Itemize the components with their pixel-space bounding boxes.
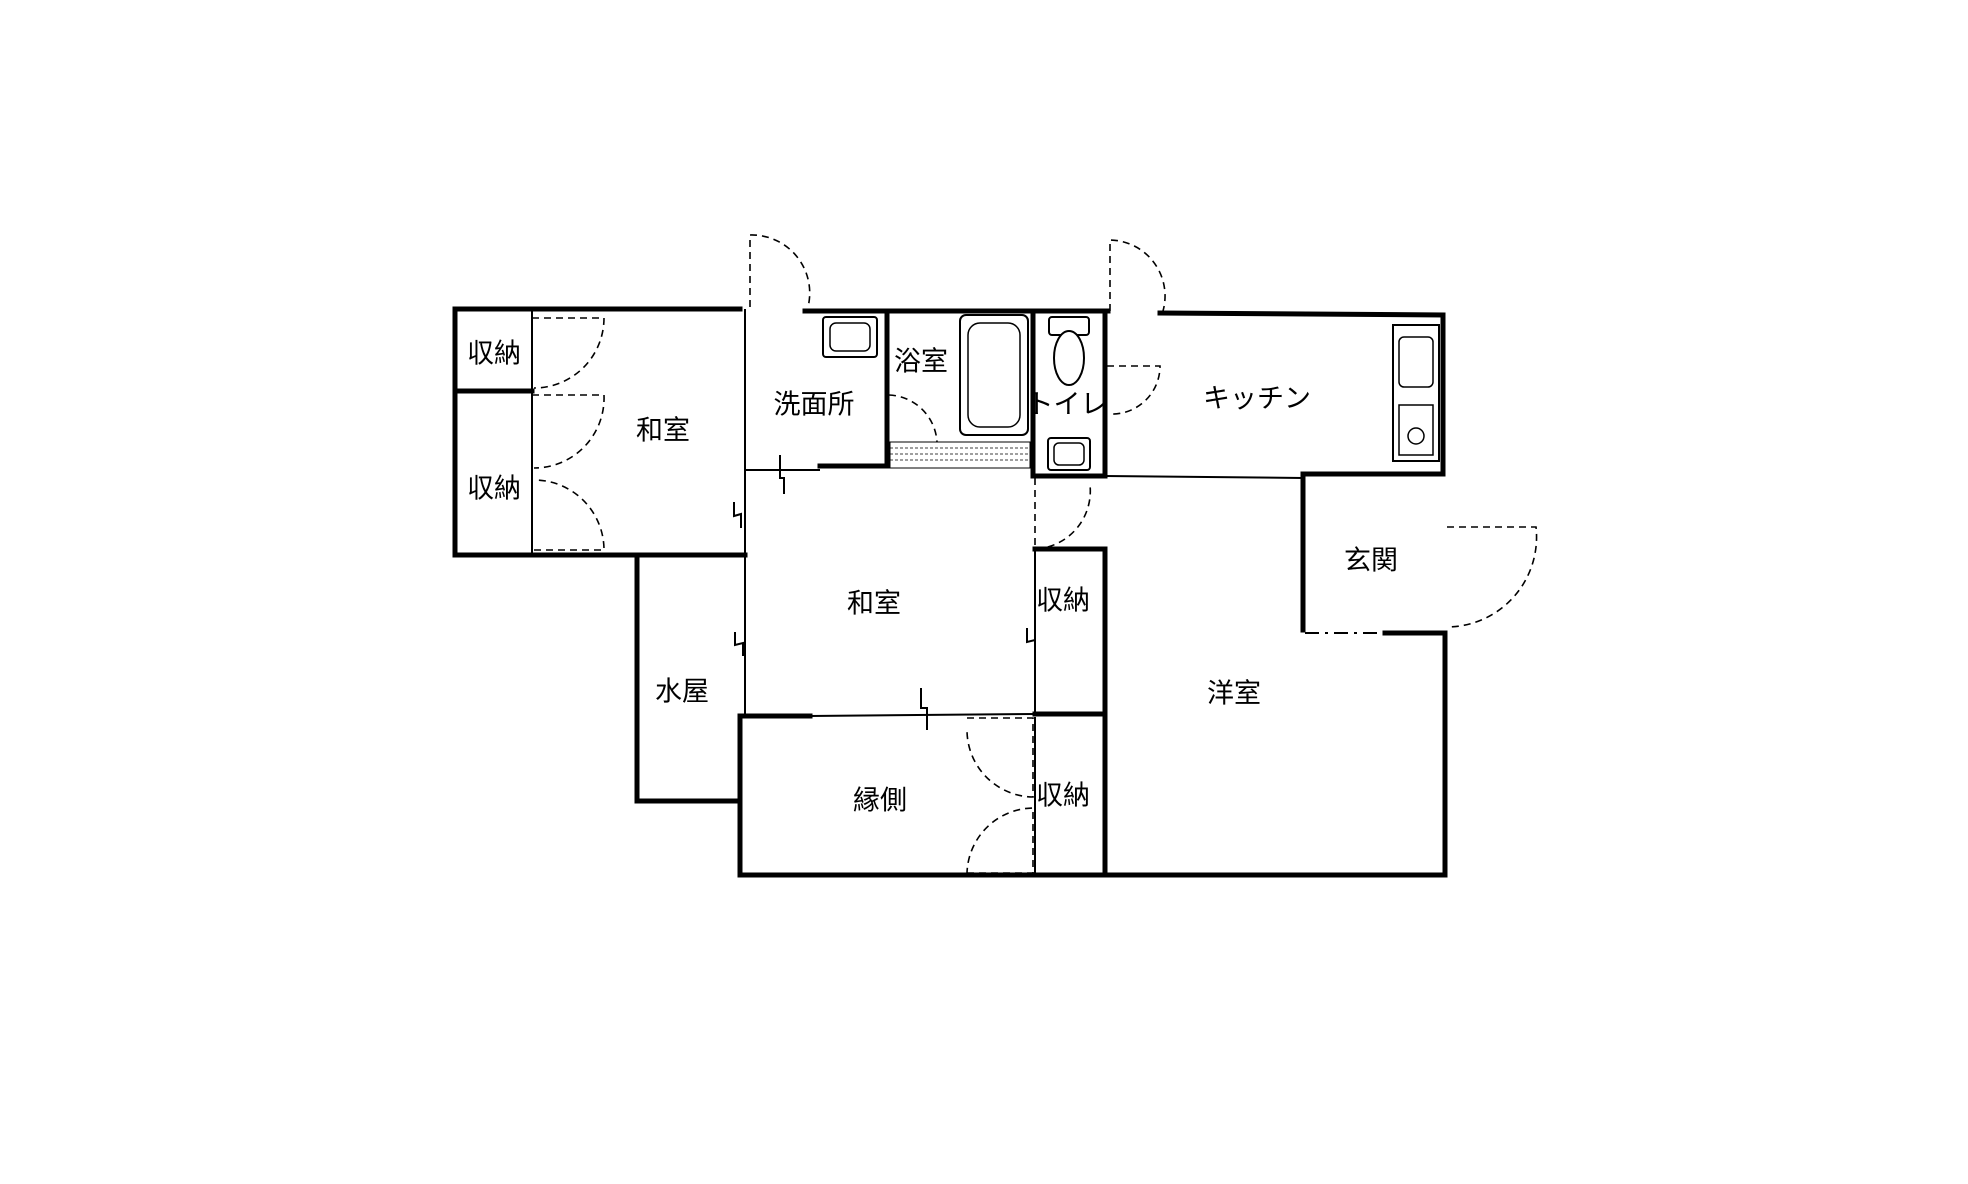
- label-youshitsu: 洋室: [1207, 679, 1261, 710]
- slide-mark-2: [733, 502, 742, 528]
- wall-left-wing: [452, 306, 748, 558]
- toilet-fixture: [1048, 316, 1090, 386]
- door-swing-toilet: [1107, 365, 1161, 415]
- label-engawa: 縁側: [853, 786, 907, 817]
- wall-top-right: [1157, 310, 1446, 318]
- slide-mark-5: [920, 688, 928, 730]
- label-storage-mid-left: 収納: [467, 474, 521, 505]
- wall-bath-left: [817, 308, 890, 469]
- slide-mark-1: [779, 455, 785, 494]
- door-swing-washitsu-toilet: [1034, 478, 1092, 550]
- walls: [452, 306, 1448, 878]
- sliding-markers: [733, 455, 1036, 730]
- fixtures: [822, 314, 1440, 471]
- wall-genkan: [1300, 471, 1446, 633]
- room-labels: 収納 収納 和室 洗面所 浴室 トイレ キッチン 玄関 和室 収納 水屋 洋室 …: [467, 339, 1398, 817]
- door-swing-storage-bottom-b: [966, 807, 1034, 874]
- slide-mark-3: [734, 632, 744, 656]
- washbasin: [822, 316, 878, 358]
- label-kitchen: キッチン: [1203, 384, 1311, 415]
- label-storage-bottom: 収納: [1036, 781, 1090, 812]
- door-swing-bath: [888, 394, 938, 443]
- wall-storage-center: [1032, 546, 1108, 878]
- toilet-sink: [1047, 437, 1091, 471]
- door-swing-genkan: [1446, 526, 1538, 628]
- slide-mark-4: [1026, 628, 1036, 652]
- door-swing-top-center: [1109, 239, 1166, 312]
- bathtub: [959, 314, 1029, 436]
- bath-floor-grate: [889, 441, 1031, 469]
- label-senmenjo: 洗面所: [774, 390, 855, 421]
- doors: [532, 234, 1538, 874]
- door-swing-storage-mid-a: [532, 394, 605, 469]
- label-genkan: 玄関: [1344, 546, 1398, 577]
- door-swing-storage-bottom-a: [966, 717, 1034, 798]
- door-swing-storage-mid-b: [533, 479, 605, 551]
- door-swing-storage-top: [532, 317, 605, 389]
- wall-kitchen-bottom: [1104, 475, 1304, 479]
- label-yokushitsu: 浴室: [894, 347, 948, 378]
- door-swing-top-left: [749, 234, 811, 308]
- label-toilet: トイレ: [1027, 390, 1108, 421]
- label-storage-top-left: 収納: [467, 339, 521, 370]
- wall-engawa-top: [809, 713, 1036, 717]
- label-storage-center: 収納: [1036, 586, 1090, 617]
- label-washitsu-center: 和室: [847, 589, 901, 620]
- wall-mizuya: [634, 557, 743, 804]
- kitchen-counter: [1392, 324, 1440, 462]
- label-mizuya: 水屋: [655, 677, 709, 708]
- label-washitsu-left: 和室: [636, 416, 690, 447]
